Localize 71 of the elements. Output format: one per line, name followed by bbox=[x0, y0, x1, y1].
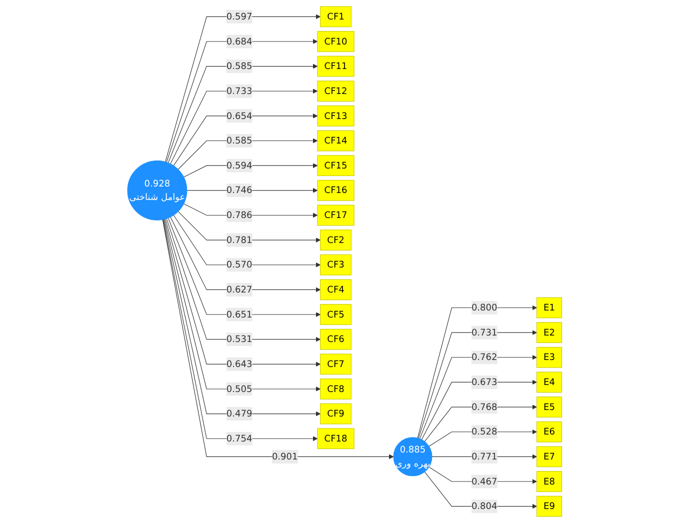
arrow bbox=[418, 305, 538, 438]
node-box: E8 bbox=[536, 471, 562, 492]
node-box: E3 bbox=[536, 346, 562, 368]
arrow bbox=[168, 218, 321, 317]
arrow bbox=[420, 354, 538, 440]
edge-label: 0.771 bbox=[472, 451, 498, 462]
edge-label: 0.768 bbox=[472, 401, 498, 412]
edge-label: 0.731 bbox=[472, 326, 498, 338]
node-box: E9 bbox=[536, 496, 562, 517]
arrow bbox=[170, 216, 321, 292]
node-box: E7 bbox=[536, 446, 562, 468]
node-box: CF12 bbox=[318, 80, 355, 102]
node-box: CF14 bbox=[318, 130, 355, 152]
edge-label: 0.594 bbox=[226, 160, 253, 171]
edge-label: 0.762 bbox=[472, 352, 498, 362]
node-box: CF8 bbox=[320, 378, 352, 400]
edge-label: 0.651 bbox=[226, 308, 253, 320]
edge-label: 0.673 bbox=[472, 376, 498, 388]
node-box: CF10 bbox=[318, 31, 355, 52]
edge-label: 0.505 bbox=[226, 383, 253, 394]
node-box: E5 bbox=[536, 396, 562, 418]
arrow bbox=[422, 380, 538, 440]
edge-label: 0.804 bbox=[472, 500, 498, 512]
node-box: E6 bbox=[536, 421, 562, 442]
node-box: CF5 bbox=[320, 304, 352, 325]
node-box: CF15 bbox=[318, 155, 355, 176]
arrow bbox=[418, 330, 538, 439]
arrow bbox=[174, 214, 321, 268]
node-box: CF13 bbox=[318, 106, 355, 126]
edge-label: 0.733 bbox=[226, 85, 253, 96]
arrow bbox=[424, 404, 538, 442]
node-box: E1 bbox=[536, 297, 562, 318]
edge-label: 0.654 bbox=[226, 110, 253, 122]
node-box: E4 bbox=[536, 372, 562, 393]
edge-label: 0.643 bbox=[226, 358, 253, 370]
arrow bbox=[166, 39, 318, 163]
edge-label: 0.479 bbox=[226, 408, 253, 419]
node-box: E2 bbox=[536, 322, 562, 343]
arrow bbox=[166, 218, 321, 342]
arrow bbox=[162, 219, 394, 460]
arrow bbox=[168, 64, 318, 164]
edge-label: 0.786 bbox=[226, 210, 253, 220]
node-box: CF3 bbox=[320, 254, 352, 276]
arrow bbox=[174, 113, 318, 166]
edge-label: 0.781 bbox=[226, 234, 253, 246]
node-box: CF7 bbox=[320, 354, 352, 375]
edge-label: 0.570 bbox=[226, 259, 253, 270]
edge-label: 0.585 bbox=[226, 60, 253, 72]
node-box: CF17 bbox=[318, 204, 355, 226]
edge-label: 0.528 bbox=[472, 426, 498, 437]
node-box: CF18 bbox=[318, 428, 355, 450]
arrow bbox=[424, 472, 538, 509]
edge-label: 0.597 bbox=[226, 11, 253, 22]
edge-label: 0.585 bbox=[226, 135, 253, 146]
edge-label: 0.627 bbox=[226, 284, 253, 295]
node-box: CF16 bbox=[318, 180, 355, 201]
edge-label: 0.746 bbox=[226, 184, 253, 196]
node-box: CF11 bbox=[318, 56, 355, 77]
edge-label: 0.684 bbox=[226, 36, 253, 47]
arrow bbox=[170, 88, 318, 164]
edge-label: 0.800 bbox=[472, 302, 498, 313]
node-box: CF1 bbox=[320, 6, 352, 28]
node-box: CF4 bbox=[320, 279, 352, 300]
edge-label: 0.901 bbox=[272, 451, 298, 462]
arrow bbox=[165, 14, 321, 162]
edge-label: 0.531 bbox=[226, 334, 253, 344]
edge-label: 0.467 bbox=[472, 476, 498, 487]
node-box: CF9 bbox=[320, 403, 352, 424]
node-box: CF2 bbox=[320, 230, 352, 250]
edge-label: 0.754 bbox=[226, 432, 253, 444]
node-box: CF6 bbox=[320, 328, 352, 350]
